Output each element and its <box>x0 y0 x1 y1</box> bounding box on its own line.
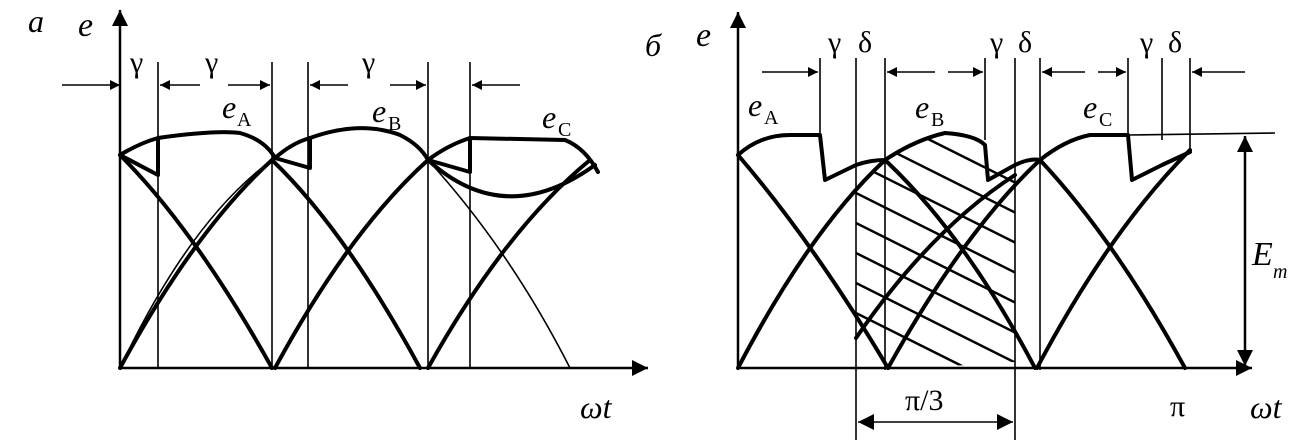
panel-b-envelope <box>736 131 1276 182</box>
panel-b-pi-tick-label: π <box>1170 390 1185 423</box>
panel-a-curve-3 <box>270 158 422 370</box>
panel-b-curve-5 <box>1038 158 1187 370</box>
panel-b-gamma-1: γ <box>827 26 841 59</box>
panel-b-curve-4 <box>886 158 1042 370</box>
panel-a-curve-2 <box>118 158 274 370</box>
panel-b-delta-3: δ <box>1168 26 1182 59</box>
panel-b: б e ωt γ δ γ δ γ δ e A e B e C E m π/3 π <box>645 12 1287 440</box>
panel-b-y-axis-label: e <box>696 17 711 54</box>
panel-a-gamma-1: γ <box>129 46 143 79</box>
svg-text:C: C <box>1099 109 1112 131</box>
panel-b-curve-7 <box>854 173 1017 340</box>
svg-text:e: e <box>915 89 929 125</box>
svg-text:C: C <box>558 119 571 141</box>
panel-b-gamma-2: γ <box>989 26 1003 59</box>
panel-a-y-axis-label: e <box>78 7 93 44</box>
svg-text:e: e <box>1083 89 1097 125</box>
panel-a: а e ωt γ γ γ e A e B e C <box>28 3 648 425</box>
panel-b-curves <box>736 148 1192 370</box>
panel-a-curve-thin-1 <box>119 159 273 369</box>
panel-b-interval-label: π/3 <box>905 384 943 417</box>
panel-a-guides <box>157 62 471 368</box>
panel-a-label: а <box>28 3 44 39</box>
panel-a-curve-6 <box>426 158 592 370</box>
panel-b-curve-6 <box>1035 148 1192 370</box>
panel-a-curve-thin-2 <box>427 159 571 369</box>
panel-b-guides <box>819 58 1191 440</box>
panel-a-curve-4 <box>273 158 430 370</box>
panel-a-envelope <box>118 126 600 177</box>
panel-a-gamma-2: γ <box>204 46 218 79</box>
panel-b-phase-label-c: e C <box>1083 89 1112 131</box>
svg-text:A: A <box>764 107 779 129</box>
panel-a-phase-label-c: e C <box>542 99 571 141</box>
panel-a-x-axis-label: ωt <box>580 389 613 425</box>
panel-b-x-axis-label: ωt <box>1250 389 1283 425</box>
svg-text:B: B <box>931 109 944 131</box>
panel-a-gamma-3: γ <box>361 46 375 79</box>
panel-b-phase-label-a: e A <box>748 87 779 129</box>
panel-b-delta-1: δ <box>858 26 872 59</box>
panel-a-phase-label-b: e B <box>372 93 401 135</box>
panel-a-curve-1 <box>118 153 274 370</box>
svg-text:e: e <box>748 87 762 123</box>
panel-b-delta-2: δ <box>1018 26 1032 59</box>
panel-b-curve-1 <box>736 153 890 370</box>
panel-b-phase-label-b: e B <box>915 89 944 131</box>
svg-text:E: E <box>1251 236 1273 273</box>
svg-text:e: e <box>222 89 236 125</box>
panel-b-curve-2 <box>736 158 887 370</box>
panel-a-phase-label-a: e A <box>222 89 252 131</box>
svg-text:m: m <box>1273 261 1287 283</box>
svg-text:e: e <box>372 93 386 129</box>
svg-text:B: B <box>388 113 401 135</box>
svg-text:A: A <box>237 109 252 131</box>
panel-b-label: б <box>645 27 662 63</box>
panel-b-gamma-3: γ <box>1139 26 1153 59</box>
panel-a-curves <box>118 153 597 370</box>
panel-b-amplitude-label: E m <box>1251 236 1287 283</box>
svg-text:e: e <box>542 99 556 135</box>
panel-a-curve-5 <box>426 158 597 199</box>
